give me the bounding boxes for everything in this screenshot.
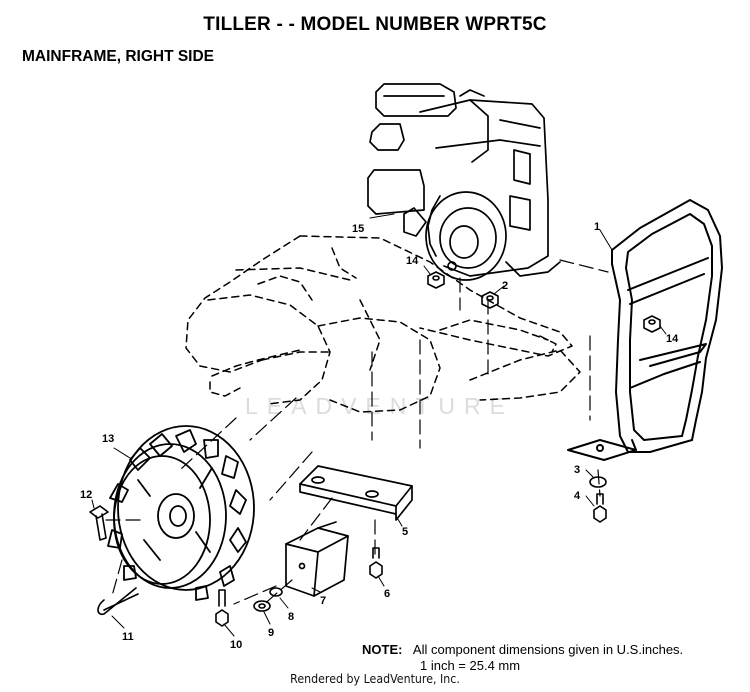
callout-4: 4 — [574, 490, 581, 502]
callout-3: 3 — [574, 464, 580, 476]
section-subtitle: MAINFRAME, RIGHT SIDE — [22, 48, 215, 65]
tine-assembly-dashed — [185, 235, 581, 413]
note-line-2: 1 inch = 25.4 mm — [420, 658, 521, 673]
callout-10: 10 — [230, 639, 242, 651]
watermark-logo: LEADVENTURE — [245, 393, 514, 419]
callout-9: 9 — [268, 627, 274, 639]
callout-8: 8 — [288, 611, 294, 623]
hairpin-clip — [97, 587, 139, 616]
note-label: NOTE: — [362, 642, 403, 657]
callout-13: 13 — [102, 433, 114, 445]
alignment-lines — [103, 259, 609, 607]
wheel-tire — [107, 425, 255, 601]
page-title: TILLER - - MODEL NUMBER WPRT5C — [203, 14, 547, 35]
clevis-pin — [89, 505, 109, 541]
note-line-1: All component dimensions given in U.S.in… — [412, 642, 684, 657]
mounting-bracket — [299, 465, 413, 521]
callout-7: 7 — [320, 595, 326, 607]
callout-15: 15 — [352, 223, 364, 235]
callout-11: 11 — [122, 631, 134, 643]
weight-block — [285, 521, 349, 597]
dimension-note: NOTE: All component dimensions given in … — [362, 642, 683, 674]
callout-12: 12 — [80, 489, 92, 501]
callout-1: 1 — [594, 221, 600, 233]
callout-leaders — [91, 213, 667, 637]
footer-credit: Rendered by LeadVenture, Inc. — [290, 672, 460, 686]
hardware-fasteners — [215, 271, 661, 627]
engine — [367, 83, 561, 281]
callout-5: 5 — [402, 526, 408, 538]
callout-2: 2 — [502, 280, 508, 292]
callout-14-right: 14 — [666, 333, 679, 345]
bumper-frame — [567, 199, 723, 461]
callout-14-upper: 14 — [406, 255, 419, 267]
callout-6: 6 — [384, 588, 390, 600]
